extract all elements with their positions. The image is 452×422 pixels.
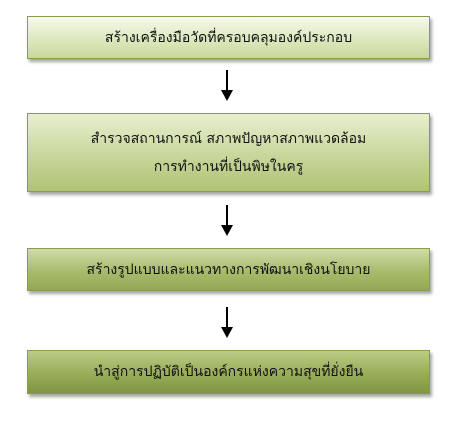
- step-box-survey-situation: สำรวจสถานการณ์ สภาพปัญหาสภาพแวดล้อม การท…: [27, 113, 430, 192]
- step-box-create-model: สร้างรูปแบบและแนวทางการพัฒนาเชิงนโยบาย: [27, 248, 430, 291]
- step-1-text: สร้างเครื่องมือวัดที่ครอบคลุมองค์ประกอบ: [104, 29, 353, 46]
- arrow-down-icon: [221, 205, 233, 236]
- step-2-text-line-2: การทำงานที่เป็นพิษในครู: [153, 158, 304, 175]
- step-box-implement: นำสู่การปฏิบัติเป็นองค์กรแห่งความสุขที่ย…: [27, 350, 430, 394]
- step-box-create-instrument: สร้างเครื่องมือวัดที่ครอบคลุมองค์ประกอบ: [27, 16, 430, 59]
- step-4-text: นำสู่การปฏิบัติเป็นองค์กรแห่งความสุขที่ย…: [93, 364, 364, 380]
- step-3-text: สร้างรูปแบบและแนวทางการพัฒนาเชิงนโยบาย: [86, 261, 371, 278]
- arrow-down-icon: [221, 70, 233, 101]
- arrow-down-icon: [221, 307, 233, 338]
- step-2-text-line-1: สำรวจสถานการณ์ สภาพปัญหาสภาพแวดล้อม: [90, 130, 367, 147]
